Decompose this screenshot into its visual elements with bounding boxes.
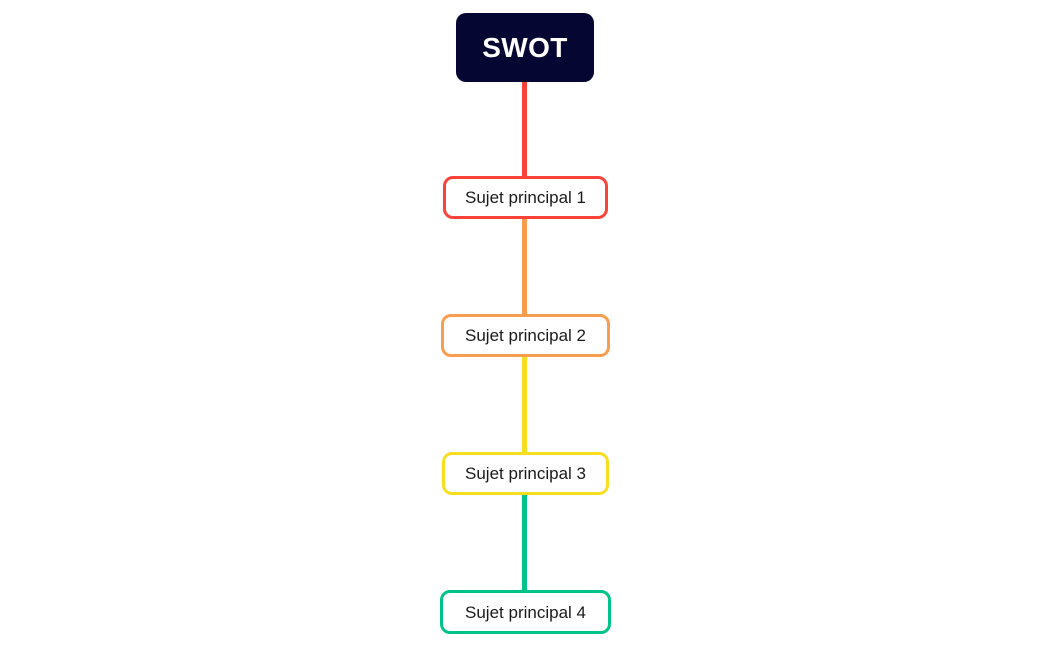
topic-node-4[interactable]: Sujet principal 4: [440, 590, 611, 634]
connector-topic-3-to-topic-4: [522, 495, 527, 591]
topic-node-3[interactable]: Sujet principal 3: [442, 452, 609, 495]
topic-node-3-label: Sujet principal 3: [465, 464, 586, 483]
topic-node-1[interactable]: Sujet principal 1: [443, 176, 608, 219]
topic-node-2[interactable]: Sujet principal 2: [441, 314, 610, 357]
topic-node-4-label: Sujet principal 4: [465, 602, 586, 622]
topic-node-2-label: Sujet principal 2: [465, 326, 586, 345]
connector-root-to-topic-1: [522, 82, 527, 178]
topic-node-1-label: Sujet principal 1: [465, 188, 586, 207]
connector-topic-2-to-topic-3: [522, 357, 527, 453]
connector-topic-1-to-topic-2: [522, 219, 527, 315]
root-node-label: SWOT: [482, 31, 568, 63]
root-node-swot[interactable]: SWOT: [456, 13, 594, 82]
